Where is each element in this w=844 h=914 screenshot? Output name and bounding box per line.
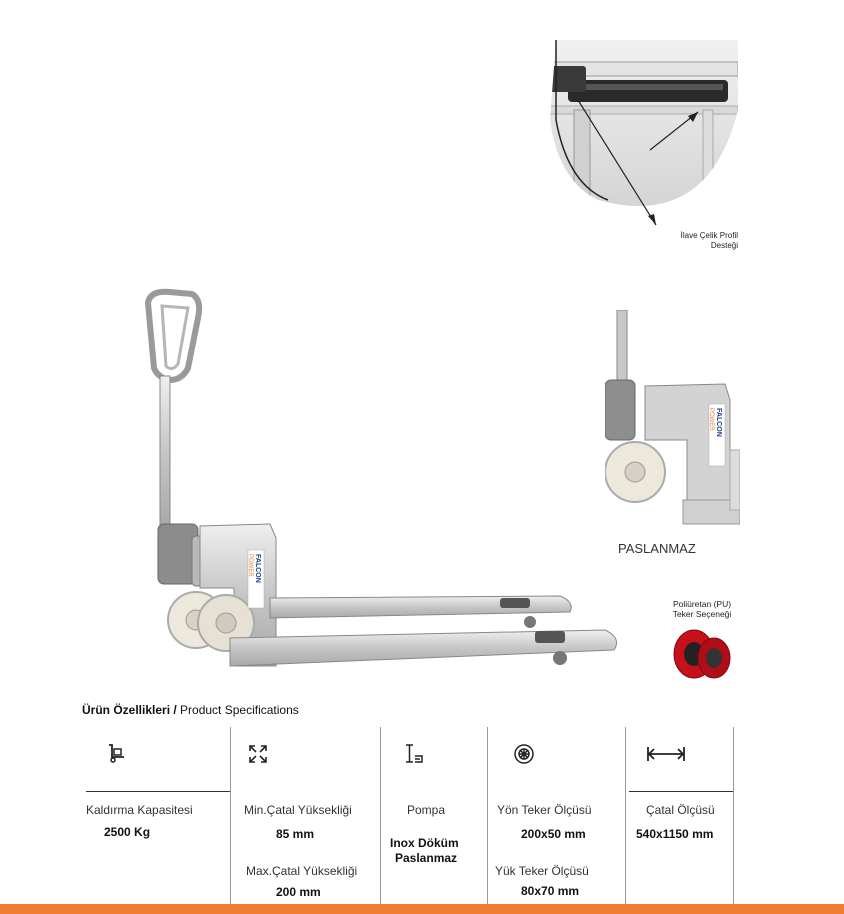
spec-value-max-fork: 200 mm [276, 885, 321, 899]
side-detail-image: FALCON POWER [605, 310, 740, 525]
spec-value-capacity: 2500 Kg [104, 825, 151, 839]
brand-logo-text-side: FALCON [715, 408, 722, 437]
spec-value-steer-wheel: 200x50 mm [521, 827, 586, 841]
header-underline [629, 791, 733, 792]
column-divider [230, 727, 231, 905]
pump-icon [406, 744, 423, 763]
hand-truck-icon [109, 744, 124, 763]
steel-profile-caption: İlave Çelik Profil Desteği [600, 231, 738, 251]
pu-wheel-image [673, 629, 731, 679]
column-divider [380, 727, 381, 905]
spec-value-pump-line2: Paslanmaz [395, 851, 458, 865]
stainless-caption: PASLANMAZ [618, 541, 696, 556]
expand-arrows-icon [249, 745, 267, 763]
spec-value-load-wheel: 80x70 mm [521, 884, 580, 898]
caption-line-1: İlave Çelik Profil [680, 231, 738, 240]
fork-width-icon [647, 747, 685, 761]
wheel-icon [514, 744, 534, 764]
column-divider [487, 727, 488, 905]
brand-logo-subtext: POWER [247, 554, 253, 577]
spec-label-min-fork: Min.Çatal Yüksekliği [244, 803, 352, 817]
spec-value-fork-size: 540x1150 mm [636, 827, 714, 841]
wheel-caption-line-1: Poliüretan (PU) [672, 599, 732, 609]
brand-logo-subtext-side: POWER [708, 408, 714, 431]
pu-wheel-caption: Poliüretan (PU) Teker Seçeneği [646, 599, 758, 619]
footer-accent-bar [0, 904, 844, 914]
pallet-truck-image: FALCON POWER [144, 288, 617, 667]
spec-label-steer-wheel: Yön Teker Ölçüsü [497, 803, 592, 817]
header-underline [86, 791, 230, 792]
wheel-caption-line-2: Teker Seçeneği [672, 609, 732, 619]
spec-label-load-wheel: Yük Teker Ölçüsü [495, 864, 589, 878]
steel-profile-detail-image [550, 40, 738, 226]
spec-label-capacity: Kaldırma Kapasitesi [86, 803, 193, 817]
spec-title-en: Product Specifications [176, 703, 299, 717]
spec-label-pump: Pompa [407, 803, 446, 817]
column-divider [733, 727, 734, 905]
spec-label-max-fork: Max.Çatal Yüksekliği [246, 864, 358, 878]
caption-line-2: Desteği [710, 241, 738, 250]
spec-title-tr: Ürün Özellikleri / [82, 703, 177, 717]
brand-logo-text: FALCON [254, 554, 261, 583]
spec-value-pump: Inox Döküm [390, 836, 459, 850]
column-divider [625, 727, 626, 905]
spec-title: Ürün Özellikleri / Product Specification… [82, 703, 299, 717]
spec-value-min-fork: 85 mm [276, 827, 315, 841]
spec-label-fork-size: Çatal Ölçüsü [646, 803, 715, 817]
